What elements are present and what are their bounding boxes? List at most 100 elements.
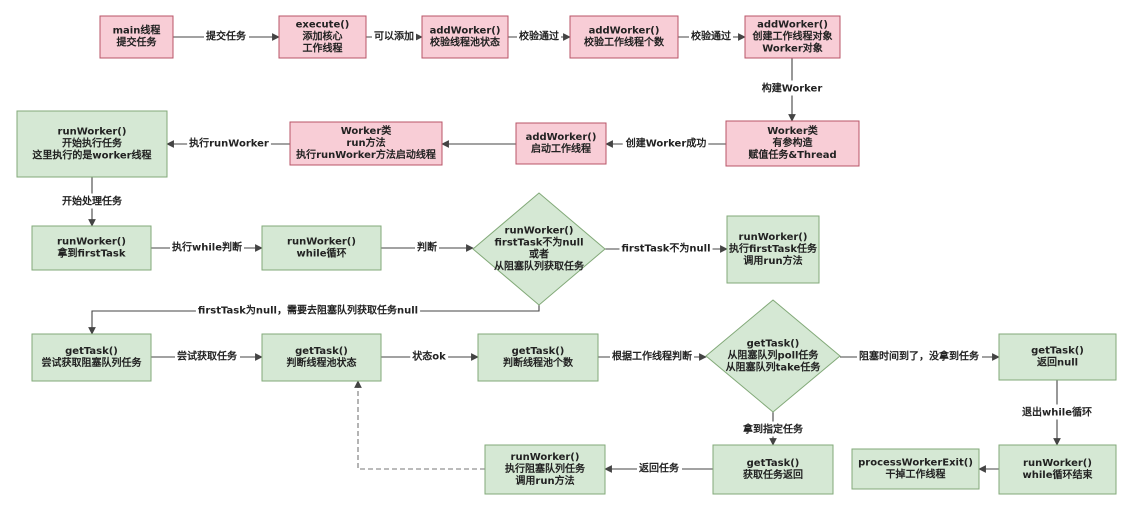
process-node-n19: runWorker()while循环结束: [998, 444, 1117, 495]
edge-label-e8: 执行runWorker: [189, 137, 269, 150]
node-text-line: firstTask不为null: [494, 236, 583, 249]
edge-label-bg: [759, 80, 825, 96]
edge-label-e13: firstTask为null，需要去阻塞队列获取任务null: [198, 304, 418, 317]
node-text-line: main线程: [113, 24, 161, 37]
node-text-line: 赋值任务&Thread: [748, 148, 836, 161]
edge-label-bg: [410, 348, 449, 364]
edge-label-bg: [517, 28, 561, 44]
edge-label-bg: [619, 240, 713, 256]
edge-label-bg: [187, 135, 271, 151]
node-text-line: runWorker(): [739, 232, 808, 243]
node-text-line: 执行firstTask任务: [729, 242, 818, 255]
node-text-line: run方法: [346, 136, 385, 149]
node-text-line: runWorker(): [58, 127, 127, 138]
node-text-line: getTask(): [747, 458, 800, 469]
node-text-line: while循环结束: [1023, 468, 1094, 481]
node-text-line: 从阻塞队列poll任务: [728, 349, 820, 362]
node-box: [515, 122, 607, 165]
edge-label-e12: firstTask不为null: [621, 242, 710, 255]
node-text-line: getTask(): [747, 339, 800, 350]
edge-arrow-e20: [354, 380, 485, 470]
edge-label-e11: 判断: [417, 241, 437, 254]
node-text-line: 从阻塞队列take任务: [726, 361, 822, 374]
process-node-n17: getTask()获取任务返回: [712, 444, 834, 495]
edge-label-e1: 提交任务: [206, 30, 247, 43]
edge-label-e2: 可以添加: [374, 30, 414, 43]
node-text-line: 启动工作线程: [531, 142, 591, 155]
node-text-line: execute(): [296, 20, 350, 31]
node-text-line: 尝试获取阻塞队列任务: [42, 356, 143, 369]
node-text-line: 获取任务返回: [742, 468, 803, 481]
node-text-line: while循环: [297, 247, 347, 260]
edge-label-bg: [622, 135, 709, 151]
process-node-n3: addWorker()校验线程池状态: [421, 15, 509, 59]
edge-label-e6: 创建Worker成功: [625, 137, 707, 150]
edge-label-e5: 构建Worker: [762, 82, 823, 95]
node-box: [726, 215, 820, 284]
edge-label-e16: 根据工作线程判断: [612, 350, 692, 363]
process-node-n16: getTask()返回null: [998, 333, 1117, 381]
node-text-line: addWorker(): [757, 20, 828, 31]
process-node-n15: getTask()判断线程池个数: [477, 333, 599, 382]
edge-label-bg: [204, 28, 249, 44]
node-text-line: 执行runWorker方法启动线程: [296, 148, 436, 161]
node-text-line: processWorkerExit(): [858, 458, 973, 469]
node-text-line: runWorker(): [57, 237, 126, 248]
node-box: [569, 15, 679, 59]
edge-label-bg: [60, 193, 125, 209]
edge-label-bg: [610, 348, 694, 364]
node-text-line: runWorker(): [287, 237, 356, 248]
node-box: [99, 15, 174, 59]
node-text-line: Worker类: [767, 124, 818, 137]
edge-label-e3: 校验通过: [519, 30, 559, 43]
node-text-line: 创建工作线程对象: [752, 30, 833, 43]
node-text-line: getTask(): [295, 346, 348, 357]
edge-label-e21: 退出while循环: [1022, 406, 1092, 419]
node-box: [484, 444, 606, 495]
edge-label-e4: 校验通过: [691, 30, 731, 43]
edge-label-bg: [195, 302, 421, 318]
node-text-line: runWorker(): [511, 452, 580, 463]
node-text-line: 工作线程: [303, 42, 343, 55]
node-box: [421, 15, 509, 59]
node-text-line: getTask(): [1031, 346, 1084, 357]
process-node-n11: runWorker()while循环: [261, 225, 382, 271]
node-text-line: 或者: [529, 248, 549, 261]
node-box: [31, 225, 152, 271]
edge-label-bg: [857, 348, 982, 364]
node-text-line: 开始执行任务: [62, 137, 123, 150]
node-box: [998, 333, 1117, 381]
edge-label-e18: 拿到指定任务: [742, 423, 804, 436]
process-node-n4: addWorker()校验工作线程个数: [569, 15, 679, 59]
edge-label-e17: 阻塞时间到了，没拿到任务: [859, 350, 980, 363]
edge-label-e9: 开始处理任务: [62, 195, 123, 208]
edge-label-e15: 状态ok: [412, 350, 446, 363]
edge-label-bg: [170, 239, 244, 255]
node-text-line: 这里执行的是worker线程: [32, 149, 151, 162]
node-text-line: getTask(): [65, 346, 118, 357]
node-text-line: addWorker(): [589, 26, 660, 37]
node-box: [31, 333, 152, 382]
node-text-line: 校验线程池状态: [430, 36, 500, 49]
edge-label-e14: 尝试获取任务: [177, 350, 238, 363]
node-box: [744, 15, 841, 59]
process-node-n10: runWorker()拿到firstTask: [31, 225, 152, 271]
node-text-line: Worker对象: [762, 42, 823, 55]
edge-label-bg: [637, 460, 682, 476]
node-text-line: 有参构造: [773, 136, 814, 149]
node-text-line: addWorker(): [526, 132, 597, 143]
edge-label-bg: [175, 348, 240, 364]
edge-label-bg: [415, 239, 439, 255]
node-text-line: runWorker(): [505, 226, 574, 237]
node-box: [289, 121, 443, 166]
edge-labels-layer: 提交任务可以添加校验通过校验通过构建Worker创建Worker成功执行runW…: [60, 28, 1094, 476]
process-node-n7: addWorker()启动工作线程: [515, 122, 607, 165]
